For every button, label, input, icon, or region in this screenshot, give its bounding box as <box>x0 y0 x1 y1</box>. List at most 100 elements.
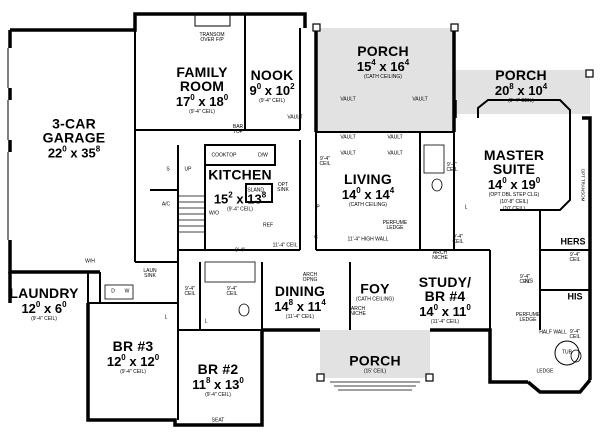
hers-ceil-note: 9'-4"CEIL <box>569 252 581 263</box>
laundry-name: LAUNDRY <box>9 285 79 301</box>
living-side-ceil-note: 9'-4"CEIL <box>319 156 331 167</box>
porch-top-name: PORCH <box>357 43 409 59</box>
study-ceiling: (11'-4" CEIL) <box>430 319 460 325</box>
foy-name: FOY <box>360 280 390 297</box>
porch-right-ceiling: (9'-4" CEIL) <box>508 98 534 104</box>
master-tub <box>554 340 580 366</box>
cooktop-note: COOKTOP <box>211 152 237 159</box>
living-dims: 140 x 144 <box>341 186 395 202</box>
kitchen-label: KITCHEN 152 x 138 (9'-4" CEIL) <box>208 168 272 213</box>
ac-note: A/C <box>161 201 171 208</box>
garage-name-2: GARAGE <box>42 129 106 146</box>
porch-shading <box>316 28 590 378</box>
up-note: UP <box>184 166 192 173</box>
front-steps <box>330 381 420 391</box>
island-note: ISLAND <box>245 187 265 194</box>
stair-treads <box>178 195 205 233</box>
linen-note-br3: L <box>164 314 168 321</box>
s-note: S <box>166 166 170 173</box>
vault-note-nook: VAULT <box>287 114 303 121</box>
bath-master-ceil-note: 9'-4"CEIL <box>569 329 581 340</box>
closet-note: C <box>314 234 318 241</box>
high-wall-note: 11'-4" HIGH WALL <box>347 236 389 243</box>
porch-right-label: PORCH 208 x 104 (9'-4" CEIL) <box>495 68 547 104</box>
garage-name-1: 3-CAR <box>52 115 96 132</box>
closet-ceil-note: 9'-4"CEIL <box>446 162 458 173</box>
dryer-note: D <box>111 288 115 295</box>
washer-note: W <box>124 288 130 295</box>
master-hall-ceil-note: 9'-4"CEIL <box>452 234 464 245</box>
master-suite-dims: 140 x 190 <box>487 176 541 192</box>
ref-note: REF <box>263 222 273 229</box>
nook-label: NOOK 90 x 102 (9'-4" CEIL) <box>249 68 294 104</box>
br3-ceiling: (9'-4" CEIL) <box>120 369 146 375</box>
family-room-name-2: ROOM <box>179 78 225 94</box>
porch-right-name: PORCH <box>495 67 547 83</box>
vault-note-porch-left: VAULT <box>340 96 356 103</box>
garage-dims: 220 x 358 <box>47 144 101 161</box>
family-room-ceiling: (9'-4" CEIL) <box>189 109 215 115</box>
wh-note: W/H <box>85 258 95 265</box>
linen-note-master: L <box>464 204 468 211</box>
porch-top-ceiling: (CATH CEILING) <box>364 74 402 80</box>
dining-name: DINING <box>274 283 326 299</box>
tub-note: TUB <box>562 349 572 356</box>
porch-right-dims: 208 x 104 <box>494 82 548 98</box>
nook-dims: 90 x 102 <box>249 82 295 98</box>
vault-note-living-lower-right: VAULT <box>387 150 403 157</box>
br2-label: BR #2 118 x 130 (9'-4" CEIL) <box>192 362 244 398</box>
br3-dims: 120 x 120 <box>106 353 160 369</box>
master-closet-ceil-note: 9'-4"CEIL <box>519 274 531 285</box>
bath-fixtures <box>104 144 582 363</box>
kitchen-name: KITCHEN <box>208 166 272 183</box>
study-dims: 140 x 110 <box>419 303 471 319</box>
porch-front-ceiling: (15' CEIL) <box>363 368 387 375</box>
porch-front-name: PORCH <box>349 352 401 369</box>
hall-ceil-note: 9'-4"CEIL <box>184 286 196 297</box>
interior-walls <box>87 14 590 420</box>
family-room-name-1: FAMILY <box>176 64 228 80</box>
dining-label: DINING 148 x 114 (11'-4" CEIL) <box>274 284 326 320</box>
br3-name: BR #3 <box>112 338 154 354</box>
master-suite-label: MASTER SUITE 140 x 190 (OPT DBL STEP CLG… <box>484 148 544 212</box>
kitchen-ceiling: (9'-4" CEIL) <box>227 206 253 213</box>
vault-note-living-right: VAULT <box>387 134 403 141</box>
br3-label: BR #3 120 x 120 (9'-4" CEIL) <box>107 339 159 375</box>
vault-note-porch-right: VAULT <box>412 96 428 103</box>
master-suite-ceiling-3: (10' CEIL) <box>502 206 526 212</box>
master-suite-ceiling-2: (10'-8" CEIL) <box>499 199 529 205</box>
garage-label: 3-CAR GARAGE 220 x 358 <box>43 117 106 160</box>
his-note: HIS <box>567 291 583 302</box>
porch-front-label: PORCH (15' CEIL) <box>349 354 401 375</box>
study-name-1: STUDY/ <box>418 274 472 290</box>
ks-note: K/S <box>524 278 534 285</box>
laundry-label: LAUNDRY 120 x 60 (9'-4" CEIL) <box>9 286 78 322</box>
kitchen-dims: 152 x 138 <box>213 190 267 207</box>
laundry-dims: 120 x 60 <box>21 300 67 316</box>
dining-dims: 148 x 114 <box>274 298 326 314</box>
foy-ceiling: (CATH CEILING) <box>356 296 394 303</box>
laundry-ceiling: (9'-4" CEIL) <box>31 316 57 322</box>
wo-note: W/O <box>209 210 219 217</box>
master-suite-ceiling: (OPT DBL STEP CLG) <box>488 192 540 198</box>
nook-name: NOOK <box>250 67 294 83</box>
study-label: STUDY/ BR #4 140 x 110 (11'-4" CEIL) <box>419 275 472 325</box>
master-suite-name-2: SUITE <box>492 161 536 177</box>
fireplace <box>194 14 231 27</box>
porch-top-dims: 154 x 164 <box>356 58 410 74</box>
family-room-label: FAMILY ROOM 170 x 180 (9'-4" CEIL) <box>176 65 228 115</box>
pantry-note: P <box>316 204 320 211</box>
bath-ceil-note: 9'-4"CEIL <box>226 286 238 297</box>
vault-note-living-left: VAULT <box>340 134 356 141</box>
hall-ceil-note-2: 9'-4" <box>235 247 245 254</box>
nook-ceiling: (9'-4" CEIL) <box>259 98 285 104</box>
